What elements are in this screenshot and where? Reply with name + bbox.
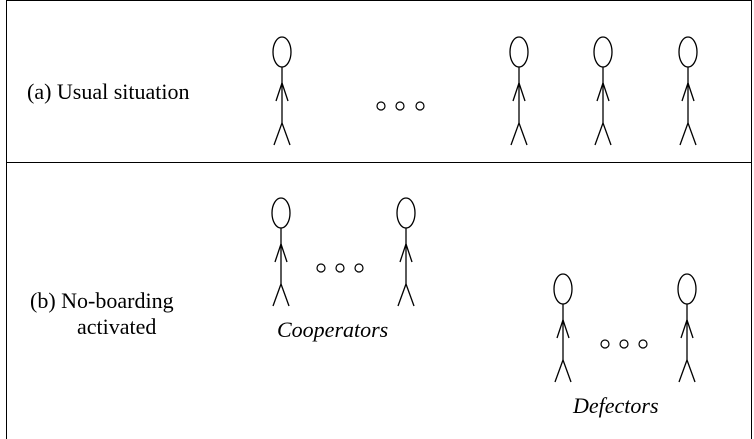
defector-person-icon: [677, 273, 697, 383]
ellipsis-icon: [316, 263, 364, 273]
panel-b-label-line1: (b) No-boarding: [30, 288, 174, 313]
panel-usual-situation: (a) Usual situation: [6, 0, 752, 163]
ellipsis-icon: [376, 101, 425, 111]
cooperator-person-icon: [396, 197, 416, 307]
person-icon: [593, 36, 613, 146]
panel-b-label-line2: activated: [77, 314, 157, 339]
panel-a-label: (a) Usual situation: [27, 79, 190, 104]
defectors-caption: Defectors: [573, 393, 659, 418]
cooperators-caption: Cooperators: [277, 317, 389, 342]
person-icon: [509, 36, 529, 146]
ellipsis-icon: [600, 339, 648, 349]
person-icon: [678, 36, 698, 146]
cooperator-person-icon: [271, 197, 291, 307]
panel-no-boarding-activated: (b) No-boarding activated Cooperators De…: [6, 162, 752, 439]
person-icon: [272, 36, 292, 146]
defector-person-icon: [553, 273, 573, 383]
